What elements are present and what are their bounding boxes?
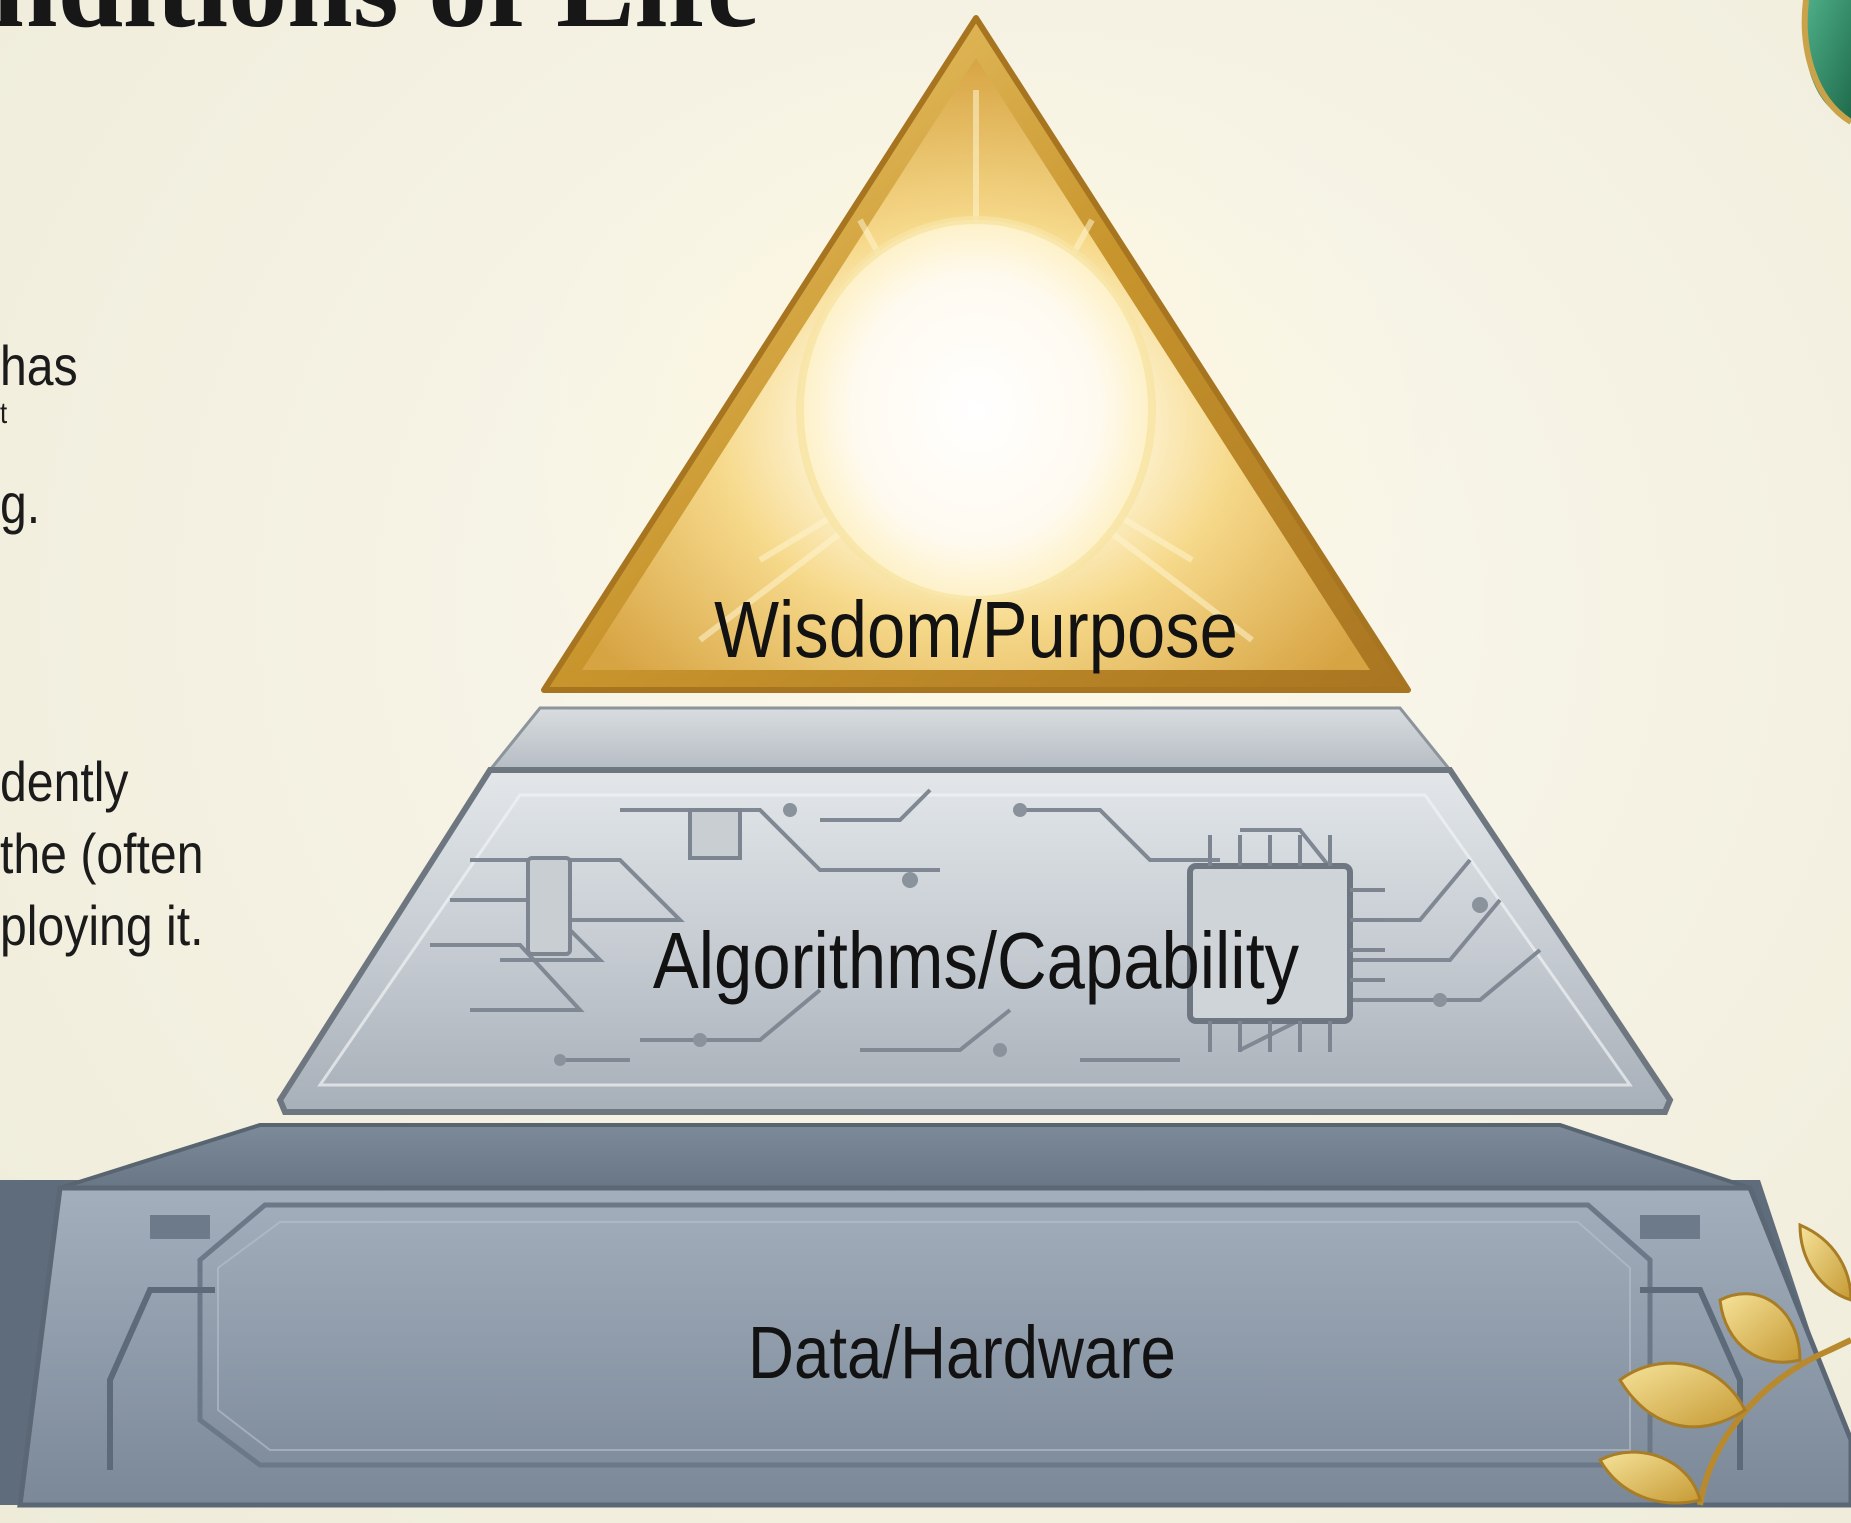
tier-data-hardware: Data/Hardware — [0, 1123, 1851, 1508]
capacitor-block — [526, 856, 572, 956]
green-leaf-icon — [1801, 0, 1851, 125]
tier-label-data-hardware: Data/Hardware — [748, 1312, 1176, 1395]
text-fragment-dently: dently — [0, 750, 129, 813]
text-fragment-ploying-it: ploying it. — [0, 894, 204, 957]
page-title: nditions of Life — [0, 0, 759, 46]
tier-algorithms-capability: Algorithms/Capability — [276, 706, 1674, 1115]
glowing-orb — [800, 220, 1152, 600]
tier-wisdom-purpose: Wisdom/Purpose — [541, 15, 1411, 693]
text-fragment-t: t — [0, 397, 8, 430]
text-fragment-the-often: the (often — [0, 822, 204, 885]
chip-pins — [1208, 835, 1385, 1052]
text-fragment-has: has — [0, 334, 78, 397]
gold-leaves-icon — [1597, 1222, 1851, 1506]
tier-label-algorithms-capability: Algorithms/Capability — [653, 915, 1300, 1005]
component-block — [688, 808, 742, 860]
text-fragment-g: g. — [0, 472, 41, 535]
circuit-nodes — [554, 803, 1488, 1066]
tier-label-wisdom-purpose: Wisdom/Purpose — [714, 584, 1238, 674]
